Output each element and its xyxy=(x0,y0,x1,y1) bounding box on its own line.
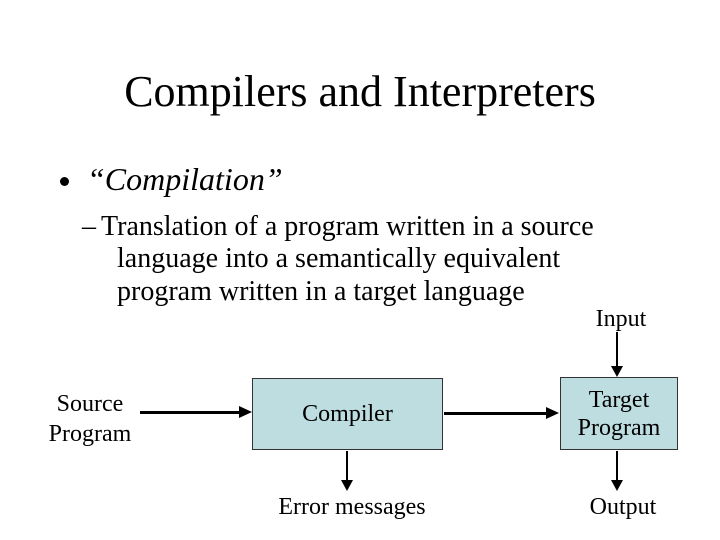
error-messages-label: Error messages xyxy=(278,494,426,520)
input-arrow xyxy=(616,332,618,367)
bullet-icon xyxy=(60,177,69,186)
output-label: Output xyxy=(589,494,657,520)
compiler-to-target-arrowhead-icon xyxy=(546,407,559,419)
bullet-text: “Compilation” xyxy=(87,161,283,197)
compiler-to-error-arrow xyxy=(346,451,348,481)
compiler-box-label: Compiler xyxy=(302,401,393,427)
dash-icon: – xyxy=(82,211,96,242)
target-program-box: Target Program xyxy=(560,377,678,450)
input-label: Input xyxy=(595,306,647,332)
source-program-label-line: Program xyxy=(48,421,132,447)
source-to-compiler-arrowhead-icon xyxy=(239,406,252,418)
target-to-output-arrowhead-icon xyxy=(611,480,623,491)
slide-title: Compilers and Interpreters xyxy=(124,67,596,116)
compiler-to-target-arrow xyxy=(444,412,547,415)
source-program-label-line: Source xyxy=(56,391,124,417)
compiler-to-error-arrowhead-icon xyxy=(341,480,353,491)
source-to-compiler-arrow xyxy=(140,411,240,414)
sub-bullet-line: program written in a target language xyxy=(117,276,525,307)
sub-bullet-line: language into a semantically equivalent xyxy=(117,243,561,274)
compiler-box: Compiler xyxy=(252,378,443,450)
target-box-label-line: Program xyxy=(577,414,661,441)
sub-bullet-line: Translation of a program written in a so… xyxy=(101,211,594,242)
source-program-label: Source Program xyxy=(30,389,150,449)
input-arrowhead-icon xyxy=(611,366,623,377)
target-to-output-arrow xyxy=(616,451,618,481)
target-box-label-line: Target xyxy=(588,386,650,413)
